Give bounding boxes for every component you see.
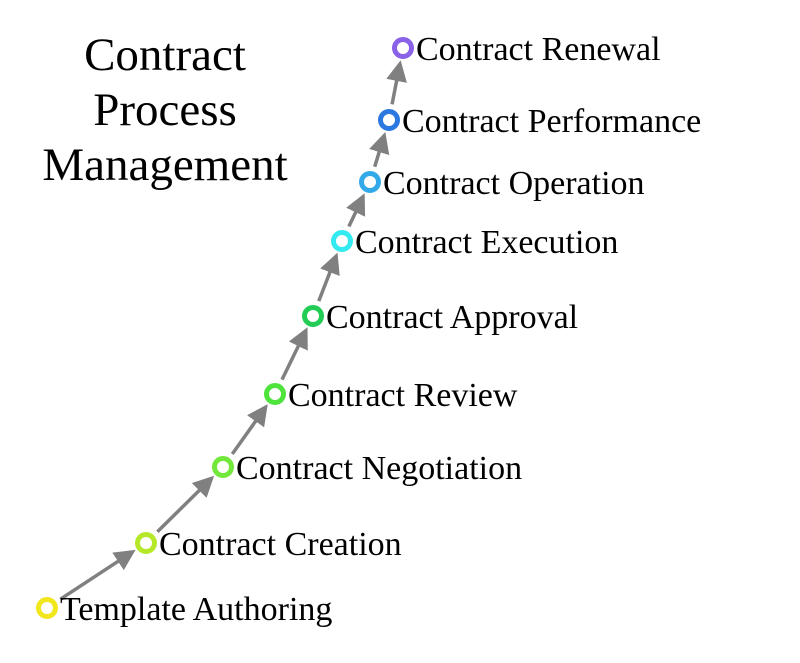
flow-arrow [346, 193, 366, 228]
step-node-icon [135, 532, 157, 554]
step-node-icon [392, 37, 414, 59]
diagram-title: Contract Process Management [10, 28, 320, 193]
flow-arrow [230, 404, 268, 455]
step-label: Template Authoring [60, 591, 332, 628]
title-line: Management [42, 139, 288, 191]
step-node-icon [212, 456, 234, 478]
step-node-icon [36, 597, 58, 619]
step-node-icon [378, 109, 400, 131]
flow-arrow [317, 252, 340, 302]
step-label: Contract Performance [402, 103, 701, 140]
step-label: Contract Creation [159, 526, 402, 563]
step-label: Contract Execution [355, 224, 618, 261]
title-line: Contract [84, 29, 246, 81]
step-node-icon [302, 305, 324, 327]
step-node-icon [331, 230, 353, 252]
flow-arrow [156, 475, 215, 534]
step-node-icon [359, 171, 381, 193]
step-label: Contract Negotiation [236, 450, 522, 487]
flow-arrow [59, 549, 136, 601]
step-label: Contract Review [288, 377, 518, 414]
step-label: Contract Approval [326, 299, 578, 336]
step-node-icon [264, 383, 286, 405]
step-label: Contract Operation [383, 165, 645, 202]
step-label: Contract Renewal [416, 31, 661, 68]
flow-arrow [386, 60, 407, 105]
flow-arrow [369, 131, 390, 168]
title-line: Process [93, 84, 237, 136]
flow-arrow [280, 327, 308, 381]
